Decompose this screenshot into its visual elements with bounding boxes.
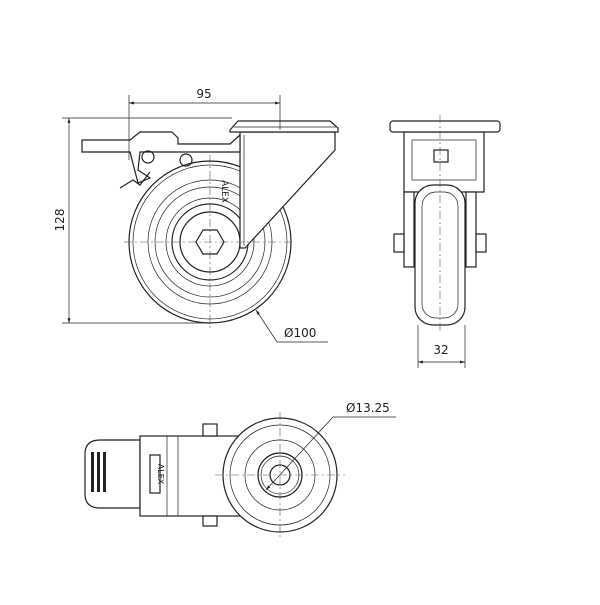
dim-wheel-diameter: Ø100	[284, 326, 316, 340]
axle-nut-left	[393, 233, 405, 253]
brake-lever	[81, 131, 241, 189]
dim-bore-diameter: Ø13.25	[346, 401, 390, 415]
top-view: ALEX Ø13.25	[84, 401, 396, 540]
logo-top: ALEX	[156, 464, 165, 485]
fork-bracket	[229, 120, 339, 249]
dim-height-128: 128	[53, 209, 67, 232]
dim-width-95: 95	[196, 87, 211, 101]
logo-side: ALEX	[219, 180, 229, 203]
axle-nut-top	[202, 423, 218, 437]
front-view: 32	[389, 115, 501, 368]
axle-nut-bottom	[202, 515, 218, 527]
side-view: ALEX 95 128 Ø100	[53, 87, 339, 343]
logo-plate	[149, 454, 161, 494]
top-plate-front	[389, 120, 501, 133]
dim-wheel-width-32: 32	[433, 343, 448, 357]
axle-nut-right	[475, 233, 487, 253]
